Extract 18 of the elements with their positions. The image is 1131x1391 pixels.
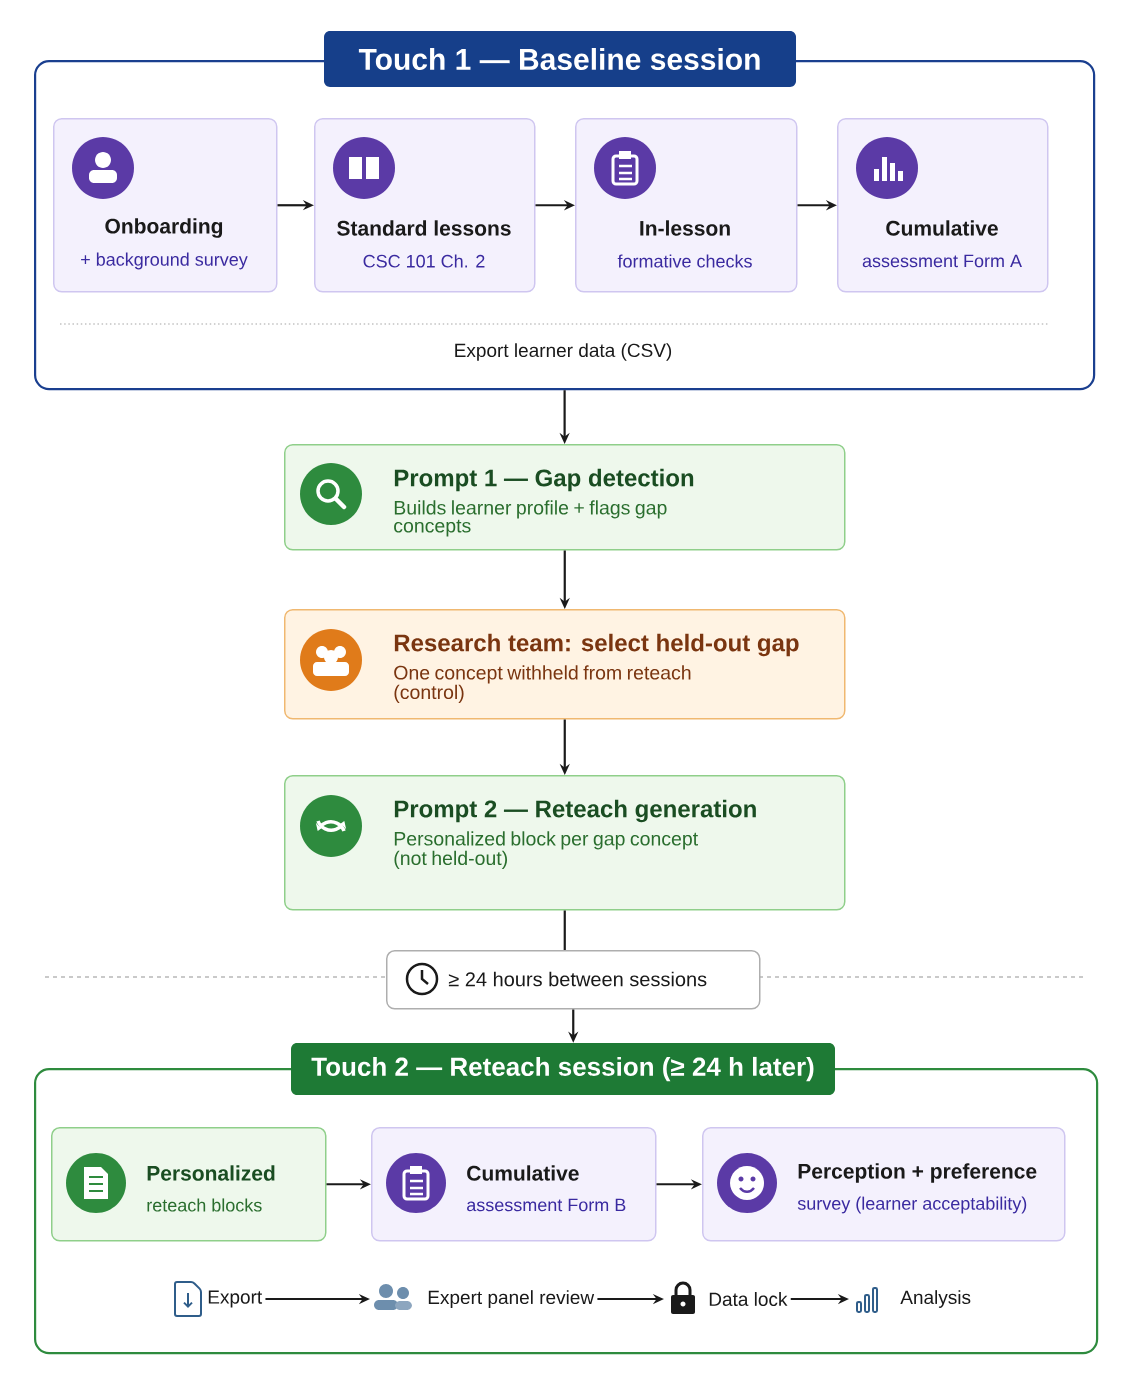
step-label: Export [208, 1290, 263, 1308]
step-card: Cumulative assessment Form B [371, 1127, 657, 1242]
process-box: Prompt 2 — Reteach generation Personalized block per gap concept (not held-out) [284, 775, 846, 911]
step-card: Perception + preference survey (learner acceptability) [702, 1127, 1066, 1242]
title-banner: Touch 1 — Baseline session [324, 31, 796, 87]
process-box: Prompt 1 — Gap detection Builds learner profile + flags gap concepts [284, 444, 846, 551]
step-card: Standard lessons CSC 101 Ch. 2 [314, 118, 536, 293]
step-card: Personalized reteach blocks [51, 1127, 327, 1242]
step-card: Onboarding + background survey [53, 118, 278, 293]
step-label: Data lock [709, 1292, 788, 1306]
step-label: Analysis [900, 1290, 971, 1308]
step-label: Expert panel review [428, 1290, 595, 1308]
step-card: In-lesson formative checks [575, 118, 798, 293]
step-card: Cumulative assessment Form A [837, 118, 1049, 293]
note-text: Export learner data (CSV) [455, 343, 672, 361]
timing-box: ≥ 24 hours between sessions [386, 950, 761, 1010]
process-box: Research team: select held-out gap One concept withheld from reteach (control) [284, 609, 846, 720]
title-banner: Touch 2 — Reteach session (≥ 24 h later) [291, 1043, 835, 1095]
